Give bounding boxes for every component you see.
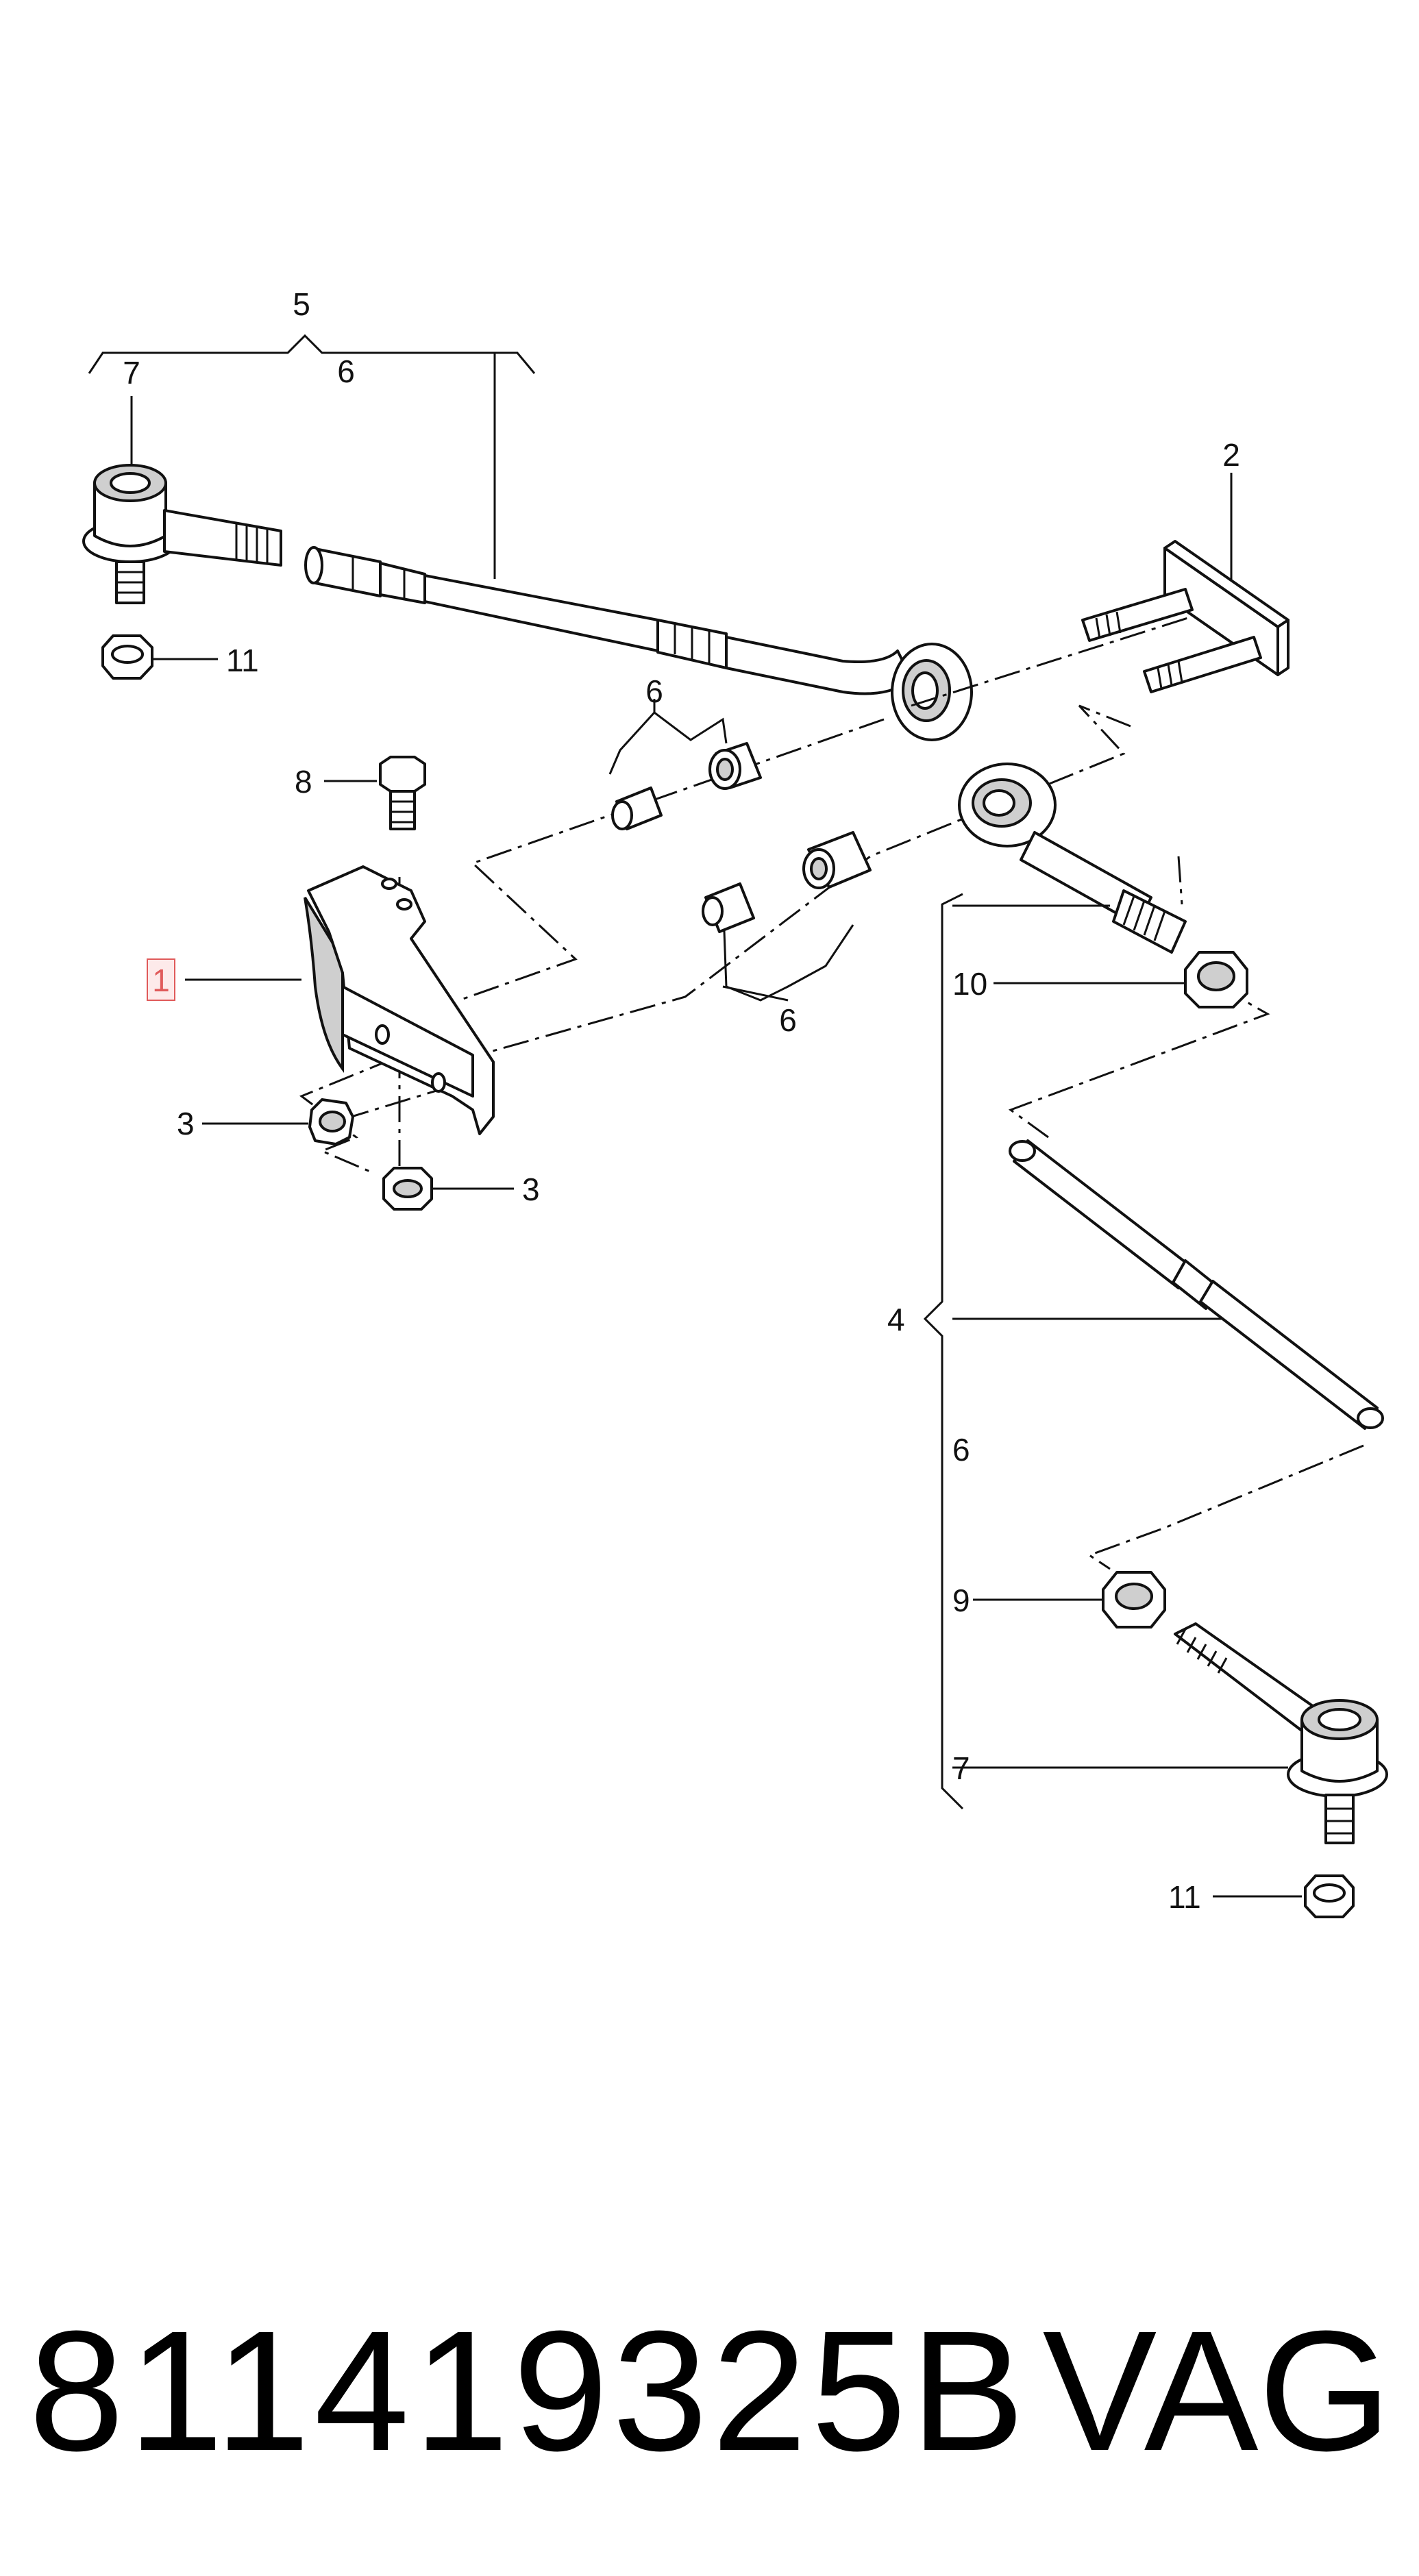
label-11-top: 11	[226, 643, 259, 678]
label-7-bottom: 7	[952, 1750, 970, 1786]
tie-rod-upper	[304, 546, 973, 741]
label-1-highlight	[147, 958, 175, 1001]
part-number: 811419325B	[29, 2295, 1029, 2486]
label-5: 5	[293, 286, 310, 322]
tie-rod-eye-right	[958, 763, 1187, 954]
nut-bottom	[1213, 1874, 1355, 1918]
label-6-low: 6	[779, 1002, 797, 1038]
label-6-right: 6	[952, 1432, 970, 1467]
footer: 811419325B VAG	[0, 2288, 1419, 2494]
label-3-right: 3	[522, 1172, 540, 1207]
mounting-plate	[1081, 473, 1290, 693]
bracket	[185, 865, 495, 1135]
tie-rod-end-top	[82, 396, 282, 604]
label-11-bottom: 11	[1168, 1879, 1201, 1915]
label-8: 8	[295, 764, 312, 800]
tie-rod-end-bottom	[952, 1622, 1388, 1844]
label-10: 10	[952, 966, 987, 1002]
bolt	[324, 756, 426, 830]
nut-9	[973, 1571, 1166, 1628]
label-2: 2	[1222, 437, 1240, 473]
label-1: 1	[152, 963, 170, 998]
callout-labels: 5 6 7 11 2 6 8 1 6 10 3 3 4 6 9 7 11	[123, 286, 1240, 1915]
label-6-top: 6	[337, 354, 355, 389]
nut-left	[202, 1098, 354, 1145]
label-6-mid: 6	[645, 673, 663, 709]
label-4: 4	[887, 1302, 905, 1337]
long-rod	[1009, 1139, 1384, 1430]
nut-10	[994, 951, 1248, 1008]
label-9: 9	[952, 1583, 970, 1618]
label-3-left: 3	[177, 1106, 195, 1141]
bushing-set-lower	[702, 831, 872, 1002]
nut-right	[382, 1167, 514, 1211]
nut-top	[101, 634, 218, 680]
brand-name: VAG	[1042, 2295, 1392, 2486]
group-bracket-5	[88, 334, 536, 579]
bushing-set-upper	[608, 699, 762, 830]
label-7-top: 7	[123, 355, 140, 391]
group-bracket-4	[923, 893, 1226, 1810]
